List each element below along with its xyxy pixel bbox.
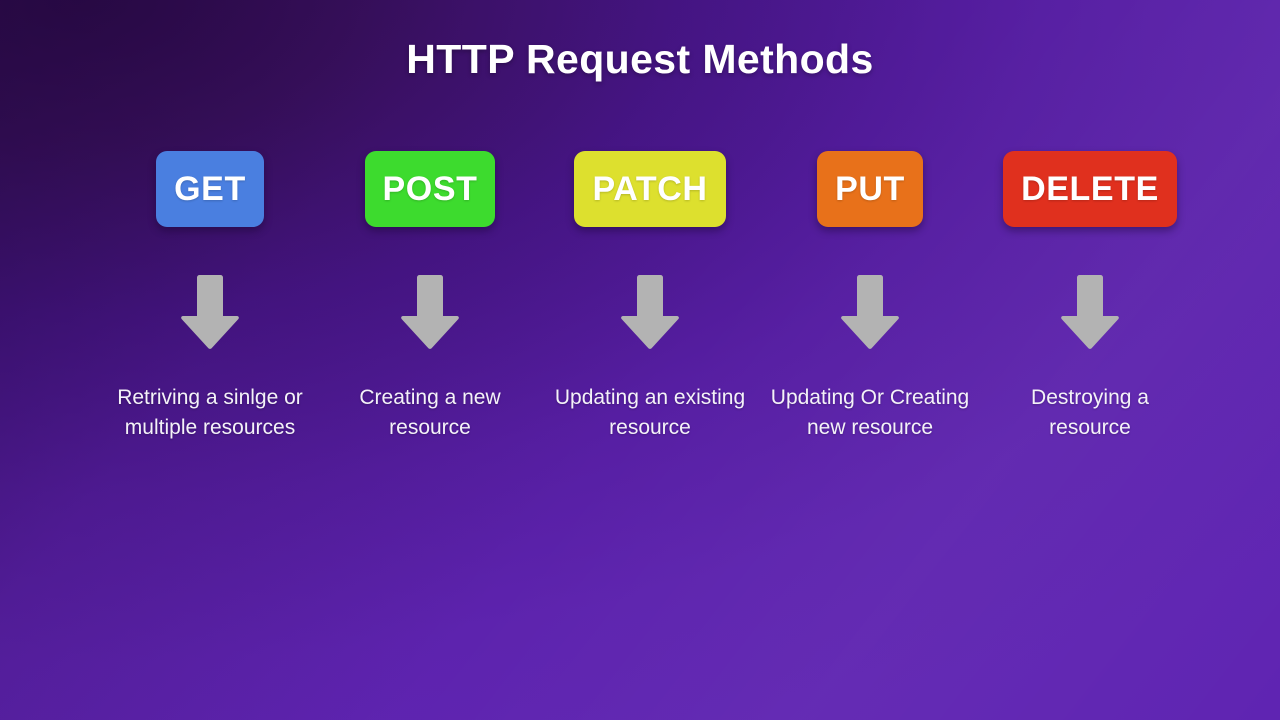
- method-description-delete: Destroying a resource: [1031, 386, 1149, 439]
- method-badge-patch[interactable]: PATCH: [574, 151, 726, 227]
- method-description-get: Retriving a sinlge or multiple resources: [117, 386, 303, 439]
- method-description-patch: Updating an existing resource: [554, 386, 746, 439]
- method-column-delete: DELETE Destroying a resource: [980, 151, 1200, 443]
- methods-row: GET Retriving a sinlge or multiple resou…: [100, 151, 1200, 443]
- down-arrow-icon: [1061, 275, 1119, 349]
- arrow-post: [400, 274, 460, 350]
- down-arrow-icon: [841, 275, 899, 349]
- method-badge-post[interactable]: POST: [364, 151, 496, 227]
- arrow-put: [840, 274, 900, 350]
- method-column-get: GET Retriving a sinlge or multiple resou…: [100, 151, 320, 443]
- down-arrow-icon: [621, 275, 679, 349]
- arrow-delete: [1060, 274, 1120, 350]
- page-title: HTTP Request Methods: [406, 36, 874, 82]
- method-badge-put[interactable]: PUT: [817, 151, 923, 227]
- arrow-patch: [620, 274, 680, 350]
- method-column-put: PUT Updating Or Creating new resource: [760, 151, 980, 443]
- arrow-get: [180, 274, 240, 350]
- method-badge-get[interactable]: GET: [156, 151, 264, 227]
- method-column-post: POST Creating a new resource: [320, 151, 540, 443]
- method-description-post: Creating a new resource: [359, 386, 501, 439]
- down-arrow-icon: [401, 275, 459, 349]
- method-badge-delete[interactable]: DELETE: [1003, 151, 1177, 227]
- down-arrow-icon: [181, 275, 239, 349]
- method-column-patch: PATCH Updating an existing resource: [540, 151, 760, 443]
- method-description-put: Updating Or Creating new resource: [770, 386, 970, 439]
